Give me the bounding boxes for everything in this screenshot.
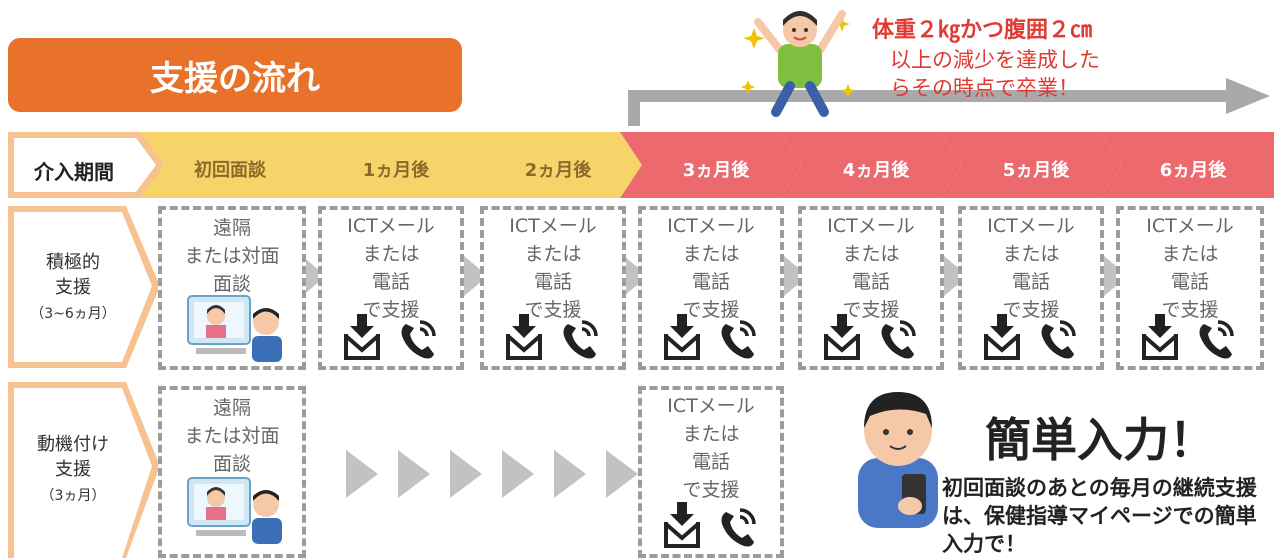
easy-input-title: 簡単入力！ <box>985 413 1215 467</box>
ict-box-month6: ICTメール または 電話 で支援 <box>1116 206 1264 370</box>
ict-text-motivation-month3: ICTメール または 電話 で支援 <box>667 395 755 501</box>
goal-condition-line1: 体重２㎏かつ腹囲２㎝ <box>872 18 1093 43</box>
goal-condition-text-b: らその時点で卒業！ <box>890 76 1079 100</box>
initial-interview-text-motivation: 遠隔 または対面 面談 <box>184 397 280 475</box>
ict-box-month2: ICTメール または 電話 で支援 <box>480 206 626 370</box>
ict-text-month6: ICTメール または 電話 で支援 <box>1146 215 1234 321</box>
ict-text-month2: ICTメール または 電話 で支援 <box>509 215 597 321</box>
mail-icon <box>344 312 380 360</box>
row-label-motivation: 動機付け 支援 （3ヵ月） <box>18 432 128 509</box>
stage-label-5: 5ヵ月後 <box>1002 160 1070 181</box>
timeline-stage-4 <box>780 132 962 198</box>
mail-icon <box>984 312 1020 360</box>
timeline-stage-3 <box>620 132 802 198</box>
phone-icon <box>399 320 436 361</box>
person-with-smartphone-icon <box>858 392 938 528</box>
phone-icon <box>879 320 916 361</box>
stage-label-2: 2ヵ月後 <box>524 160 592 181</box>
mail-icon <box>506 312 542 360</box>
ict-text-month3: ICTメール または 電話 で支援 <box>667 215 755 321</box>
row-label-active-duration: （3~6ヵ月） <box>30 306 116 322</box>
ict-box-motivation-month3: ICTメール または 電話 で支援 <box>638 386 784 558</box>
timeline-stage-0 <box>132 132 322 198</box>
page-title: 支援の流れ <box>8 38 462 112</box>
stage-label-1: 1ヵ月後 <box>362 160 430 181</box>
phone-icon <box>561 320 598 361</box>
mail-icon <box>1142 312 1178 360</box>
timeline-stage-1 <box>300 132 482 198</box>
initial-interview-text: 遠隔 または対面 面談 <box>184 217 280 295</box>
easy-input-description: 初回面談のあとの毎月の継続支援は、保健指導マイページでの簡単入力で！ <box>942 476 1257 556</box>
stage-label-0: 初回面談 <box>194 160 266 181</box>
ict-text-month4: ICTメール または 電話 で支援 <box>827 215 915 321</box>
jumping-person-icon <box>741 10 855 117</box>
ict-box-month1: ICTメール または 電話 で支援 <box>318 206 464 370</box>
remote-interview-icon <box>187 295 282 362</box>
ict-text-month1: ICTメール または 電話 で支援 <box>347 215 435 321</box>
phone-icon <box>1039 320 1076 361</box>
row-label-motivation-title: 動機付け 支援 <box>37 434 109 480</box>
phone-icon <box>1197 320 1234 361</box>
timeline-stage-6 <box>1100 132 1274 198</box>
ict-text-month5: ICTメール または 電話 で支援 <box>987 215 1075 321</box>
goal-condition-text-a: 以上の減少を達成した <box>890 48 1100 72</box>
stage-label-3: 3ヵ月後 <box>682 160 750 181</box>
mail-icon <box>824 312 860 360</box>
phone-icon <box>719 320 756 361</box>
ict-box-month3: ICTメール または 電話 で支援 <box>638 206 784 370</box>
row-label-motivation-duration: （3ヵ月） <box>40 488 106 504</box>
stage-label-6: 6ヵ月後 <box>1159 160 1227 181</box>
ict-box-month5: ICTメール または 電話 で支援 <box>958 206 1104 370</box>
ict-box-month4: ICTメール または 電話 で支援 <box>798 206 944 370</box>
stage-label-4: 4ヵ月後 <box>842 160 910 181</box>
goal-condition-line2: 以上の減少を達成した らその時点で卒業！ <box>890 46 1250 102</box>
timeline-band <box>8 132 1274 198</box>
graduation-arrow <box>628 78 1270 126</box>
remote-interview-icon-motivation <box>187 477 282 544</box>
timeline-stage-2 <box>460 132 642 198</box>
mail-icon <box>664 312 700 360</box>
mail-icon <box>664 500 700 548</box>
row-label-shapes <box>8 206 160 558</box>
phone-icon <box>719 508 756 549</box>
row-label-active: 積極的 支援 （3~6ヵ月） <box>18 250 128 327</box>
row-label-active-title: 積極的 支援 <box>46 252 100 298</box>
timeline-stage-5 <box>940 132 1122 198</box>
